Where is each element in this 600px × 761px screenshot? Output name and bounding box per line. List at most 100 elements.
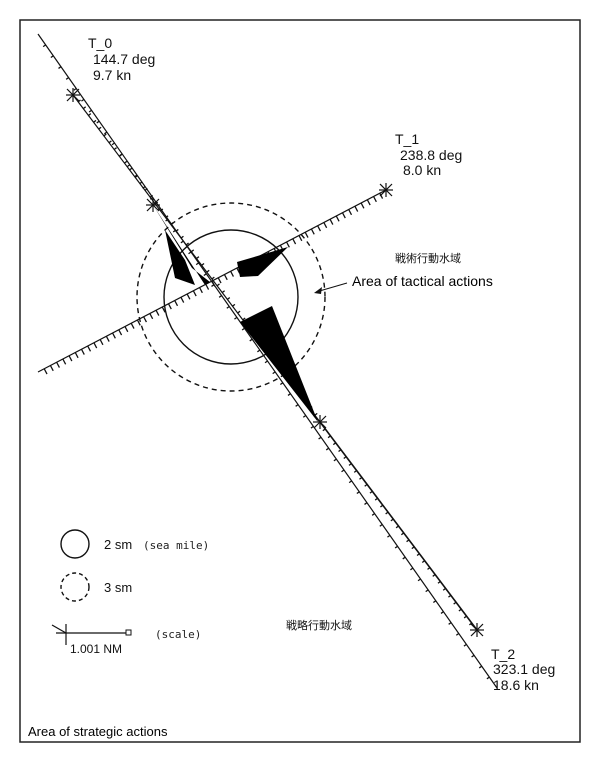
track-t0-tick — [302, 414, 307, 418]
track-t2-tick — [406, 539, 410, 543]
track-t1-tick — [348, 209, 353, 216]
track-t1-tick — [379, 192, 384, 199]
track-t1-tick — [161, 306, 166, 313]
track-t0-tick — [440, 611, 444, 614]
track-t0-tick — [310, 425, 314, 429]
track-t0-tick — [387, 534, 391, 538]
track-t0-tick — [81, 98, 85, 102]
track-t0-tick — [226, 305, 230, 309]
track-t0-tick — [417, 578, 421, 582]
track-t0-path-tick — [201, 262, 205, 266]
t2-id: T_2 — [491, 646, 515, 662]
scale-bar-tick-diag — [51, 624, 67, 634]
track-t0-tick — [455, 632, 460, 636]
track-t0-path-tick — [206, 269, 210, 273]
wedge-t2 — [240, 306, 318, 422]
track-t0-tick — [379, 523, 383, 527]
track-t2-tick — [385, 511, 389, 515]
t0-id: T_0 — [88, 35, 112, 51]
track-t0-tick — [356, 491, 360, 495]
track-t0-path-tick — [160, 208, 164, 212]
track-t0-path-tick — [129, 167, 133, 171]
track-t0-tick — [257, 349, 261, 353]
legend-3sm-symbol — [60, 572, 90, 602]
track-t2-tick — [437, 580, 441, 584]
track-t0-path-tick — [226, 297, 231, 300]
t0-speed: 9.7 kn — [93, 67, 131, 83]
track-t1-tick — [105, 335, 110, 342]
track-t1-tick — [93, 342, 98, 349]
track-t1-tick — [186, 293, 191, 300]
track-t1-tick — [211, 280, 216, 287]
t1-speed: 8.0 kn — [403, 162, 441, 178]
track-t0-tick — [58, 66, 62, 69]
track-t1-tick — [68, 355, 73, 362]
track-t0-tick — [486, 676, 490, 680]
track-t2-tick — [442, 587, 446, 591]
track-t0-tick — [203, 273, 207, 277]
track-t0-tick — [195, 262, 200, 266]
track-t2-tick — [332, 442, 337, 446]
track-t1-tick — [304, 231, 309, 238]
track-t0-path-tick — [144, 188, 148, 191]
t1-id: T_1 — [395, 131, 419, 147]
track-t0-tick — [241, 327, 245, 331]
circle-2sm — [163, 229, 299, 365]
track-t1-tick — [49, 365, 54, 372]
track-t1-tick — [366, 199, 371, 206]
track-t0-tick — [126, 164, 131, 168]
track-t0-tick — [463, 643, 467, 647]
legend-2sm-note: (sea mile) — [143, 539, 209, 552]
track-t0-path-tick — [221, 290, 226, 294]
track-t0-tick — [371, 513, 375, 516]
track-t0-path-tick — [77, 99, 81, 103]
track-t2-tick — [411, 546, 415, 550]
track-t1-tick — [310, 228, 315, 235]
legend: 2 sm (sea mile) 3 sm (scale) 1.001 NM — [51, 529, 209, 656]
track-t2-tick — [322, 428, 326, 432]
track-t0-tick — [478, 665, 483, 669]
track-t0-path-tick — [196, 256, 200, 260]
track-t1-tick — [335, 215, 340, 222]
t2-speed: 18.6 kn — [493, 677, 539, 693]
track-t2-tick — [421, 560, 426, 563]
tactical-area-label-jp: 戦術行動水域 — [395, 251, 461, 265]
tactical-area-label-en: Area of tactical actions — [352, 273, 493, 289]
track-t1-tick — [87, 345, 92, 352]
track-t2-tick — [432, 574, 436, 577]
track-t0-tick — [249, 338, 253, 342]
strategic-area-label-jp: 戦略行動水域 — [286, 618, 352, 632]
track-t0-path-tick — [180, 235, 184, 239]
track-t0-path-tick — [113, 147, 117, 151]
track-t2-tick — [448, 594, 452, 598]
track-t0-tick — [50, 55, 54, 59]
track-t0-path-tick — [139, 181, 143, 185]
track-t0-tick — [295, 404, 299, 407]
track-t1-tick — [130, 322, 135, 329]
scale-note: (scale) — [155, 628, 201, 641]
track-t1-tick — [285, 241, 290, 248]
track-t1-tick — [298, 235, 303, 242]
legend-3sm-label: 3 sm — [104, 580, 132, 595]
track-t2-tick — [427, 567, 431, 570]
circle-3sm — [136, 202, 326, 392]
track-t0-path-tick — [88, 113, 92, 116]
track-t1-tick — [155, 309, 160, 316]
track-t0-path-tick — [185, 242, 189, 246]
track-t2-tick — [327, 435, 331, 439]
track-t0-tick — [394, 545, 398, 549]
track-t2-tick — [353, 470, 358, 473]
track-t2-tick — [390, 518, 394, 522]
track-t2-tick — [380, 504, 384, 508]
track-t0-tick — [73, 87, 77, 91]
track-t2-tick — [395, 525, 399, 529]
track-t0-tick — [348, 480, 353, 484]
track-t0-tick — [448, 622, 452, 625]
track-t0-path-tick — [124, 160, 128, 164]
t2-course: 323.1 deg — [493, 661, 555, 677]
track-t1-tick — [317, 225, 321, 232]
track-t1-tick — [323, 222, 328, 229]
track-t2-tick — [359, 476, 363, 480]
track-t0-path-tick — [211, 276, 215, 280]
